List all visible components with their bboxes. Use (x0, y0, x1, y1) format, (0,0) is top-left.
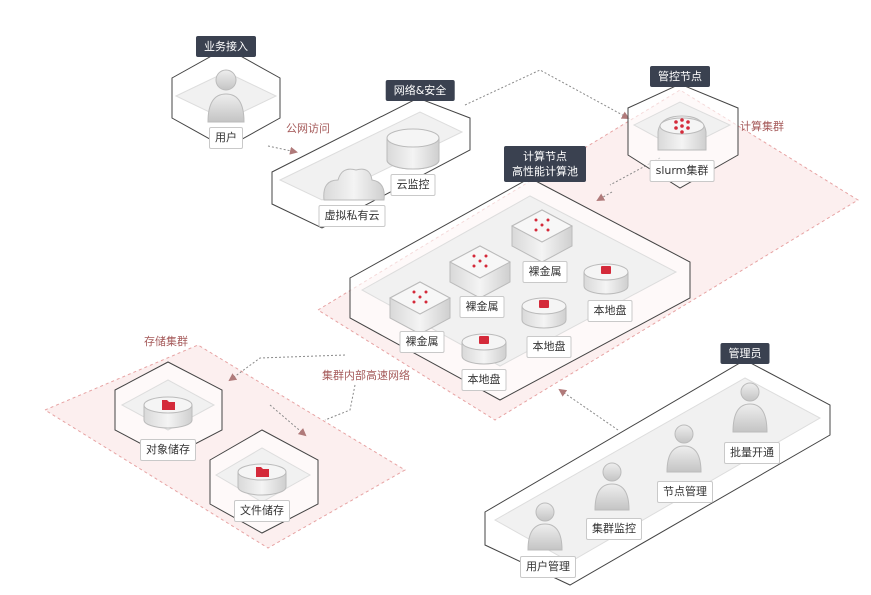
slurm-cluster-label: slurm集群 (649, 160, 715, 182)
local-disk-icon (583, 263, 629, 295)
local-disk-icon (461, 333, 507, 365)
compute-node-header: 计算节点高性能计算池 (504, 146, 586, 182)
bare-metal-label: 裸金属 (522, 261, 568, 283)
storage-cluster-zone-label: 存储集群 (144, 335, 188, 348)
object-storage-icon (143, 396, 193, 429)
batch-open-label: 批量开通 (724, 442, 780, 464)
bare-metal-label: 裸金属 (399, 331, 445, 353)
vpc-cloud-icon (323, 168, 385, 201)
user-mgmt-label: 用户管理 (520, 556, 576, 578)
file-storage-icon (237, 463, 287, 496)
cloud-monitor-label: 云监控 (390, 174, 436, 196)
business-access-header: 业务接入 (196, 36, 256, 57)
node-mgmt-label: 节点管理 (657, 481, 713, 503)
cloud-monitor-icon (386, 128, 440, 170)
bare-metal-server-icon (510, 209, 574, 263)
batch-open-person-icon (732, 382, 768, 433)
object-storage-label: 对象储存 (140, 439, 196, 461)
public-access-link-label: 公网访问 (286, 122, 330, 135)
cluster-monitor-person-icon (594, 462, 630, 511)
admin-header: 管理员 (720, 343, 770, 364)
user-label: 用户 (209, 127, 243, 149)
slurm-cluster-icon (657, 115, 707, 151)
bare-metal-label: 裸金属 (459, 296, 505, 318)
local-disk-label: 本地盘 (461, 369, 507, 391)
node-mgmt-person-icon (666, 424, 702, 473)
bare-metal-server-icon (388, 281, 452, 335)
local-disk-label: 本地盘 (526, 336, 572, 358)
local-disk-label: 本地盘 (587, 300, 633, 322)
user-mgmt-person-icon (527, 502, 563, 551)
file-storage-label: 文件储存 (234, 500, 290, 522)
control-node-header: 管控节点 (650, 66, 710, 87)
bare-metal-server-icon (448, 245, 512, 299)
network-security-header: 网络&安全 (385, 80, 455, 101)
local-disk-icon (521, 297, 567, 329)
internal-network-label: 集群内部高速网络 (322, 369, 410, 382)
cluster-monitor-label: 集群监控 (586, 518, 642, 540)
user-person-icon (207, 69, 245, 123)
vpc-label: 虚拟私有云 (318, 205, 386, 227)
compute-cluster-zone-label: 计算集群 (740, 120, 784, 133)
